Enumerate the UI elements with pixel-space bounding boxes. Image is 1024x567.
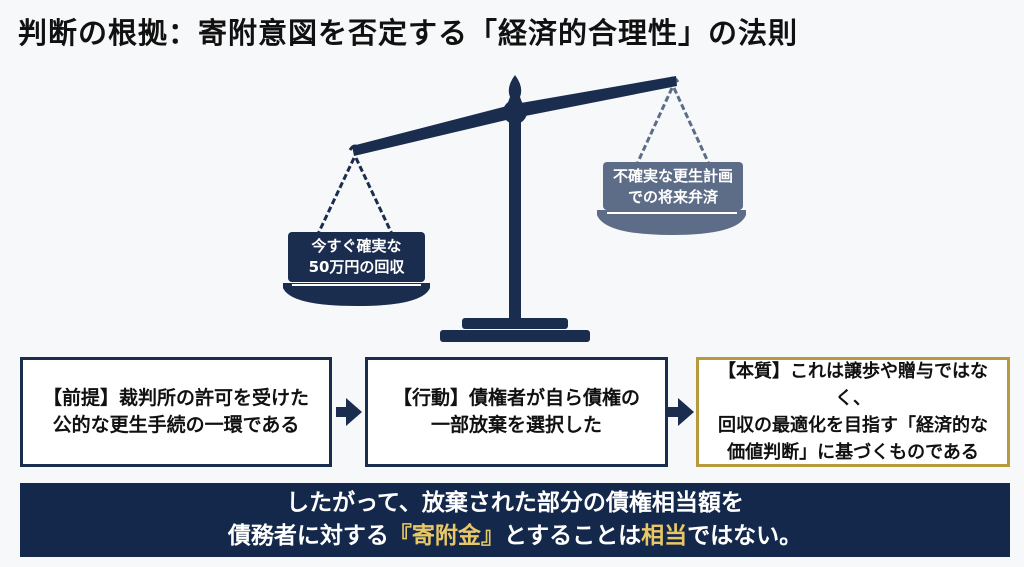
scale-post [509, 112, 521, 322]
left-pan-line: 今すぐ確実な [311, 237, 402, 255]
right-pan-line: での将来弁済 [627, 188, 718, 206]
finial [507, 75, 523, 105]
arrow-right-icon [336, 398, 362, 426]
right-pan-plate [603, 162, 743, 210]
left-pan-bowl [283, 283, 430, 306]
scale-base-bottom [440, 330, 590, 342]
highlight-appropriate: 相当 [641, 523, 688, 549]
step-text: 回収の最適化を目指す「経済的な [718, 415, 988, 436]
step-text: 価値判断」に基づくものである [727, 442, 979, 463]
step-text: 【行動】債権者が自ら債権の [392, 387, 640, 409]
balance-scale-illustration [283, 75, 746, 342]
left-chain [316, 157, 394, 235]
arrow-right-icon [668, 398, 694, 426]
page-title: 判断の根拠：寄附意図を否定する「経済的合理性」の法則 [18, 16, 799, 50]
conclusion-banner: したがって、放棄された部分の債権相当額を 債務者に対する『寄附金』とすることは相… [20, 483, 1010, 557]
left-pan-plate [288, 232, 425, 282]
left-pan-label: 今すぐ確実な 50万円の回収 [288, 236, 425, 278]
left-pan-line: 50万円の回収 [308, 258, 405, 276]
step-text: 公的な更生手続の一環である [52, 414, 300, 436]
conclusion-line: 債務者に対する『寄附金』とすることは相当ではない。 [20, 520, 1010, 553]
conclusion-text: 債務者に対する [227, 523, 389, 549]
scale-base-top [462, 318, 568, 329]
right-chain [635, 87, 711, 165]
conclusion-line: したがって、放棄された部分の債権相当額を [286, 490, 744, 516]
conclusion-text: とすることは [503, 523, 642, 549]
right-pan-label: 不確実な更生計画 での将来弁済 [603, 166, 743, 208]
step-premise-box: 【前提】裁判所の許可を受けた公的な更生手続の一環である [20, 357, 332, 467]
step-essence-box: 【本質】これは譲歩や贈与ではなく、回収の最適化を目指す「経済的な価値判断」に基づ… [696, 357, 1010, 467]
highlight-donation: 『寄附金』 [388, 523, 504, 549]
step-action-box: 【行動】債権者が自ら債権の一部放棄を選択した [365, 357, 668, 467]
step-text: 【本質】これは譲歩や贈与ではなく、 [718, 361, 988, 409]
right-pan-bowl [597, 210, 746, 235]
conclusion-text: ではない。 [687, 523, 803, 549]
step-text: 【前提】裁判所の許可を受けた [42, 387, 309, 409]
step-text: 一部放棄を選択した [430, 414, 602, 436]
right-pan-line: 不確実な更生計画 [612, 167, 733, 185]
